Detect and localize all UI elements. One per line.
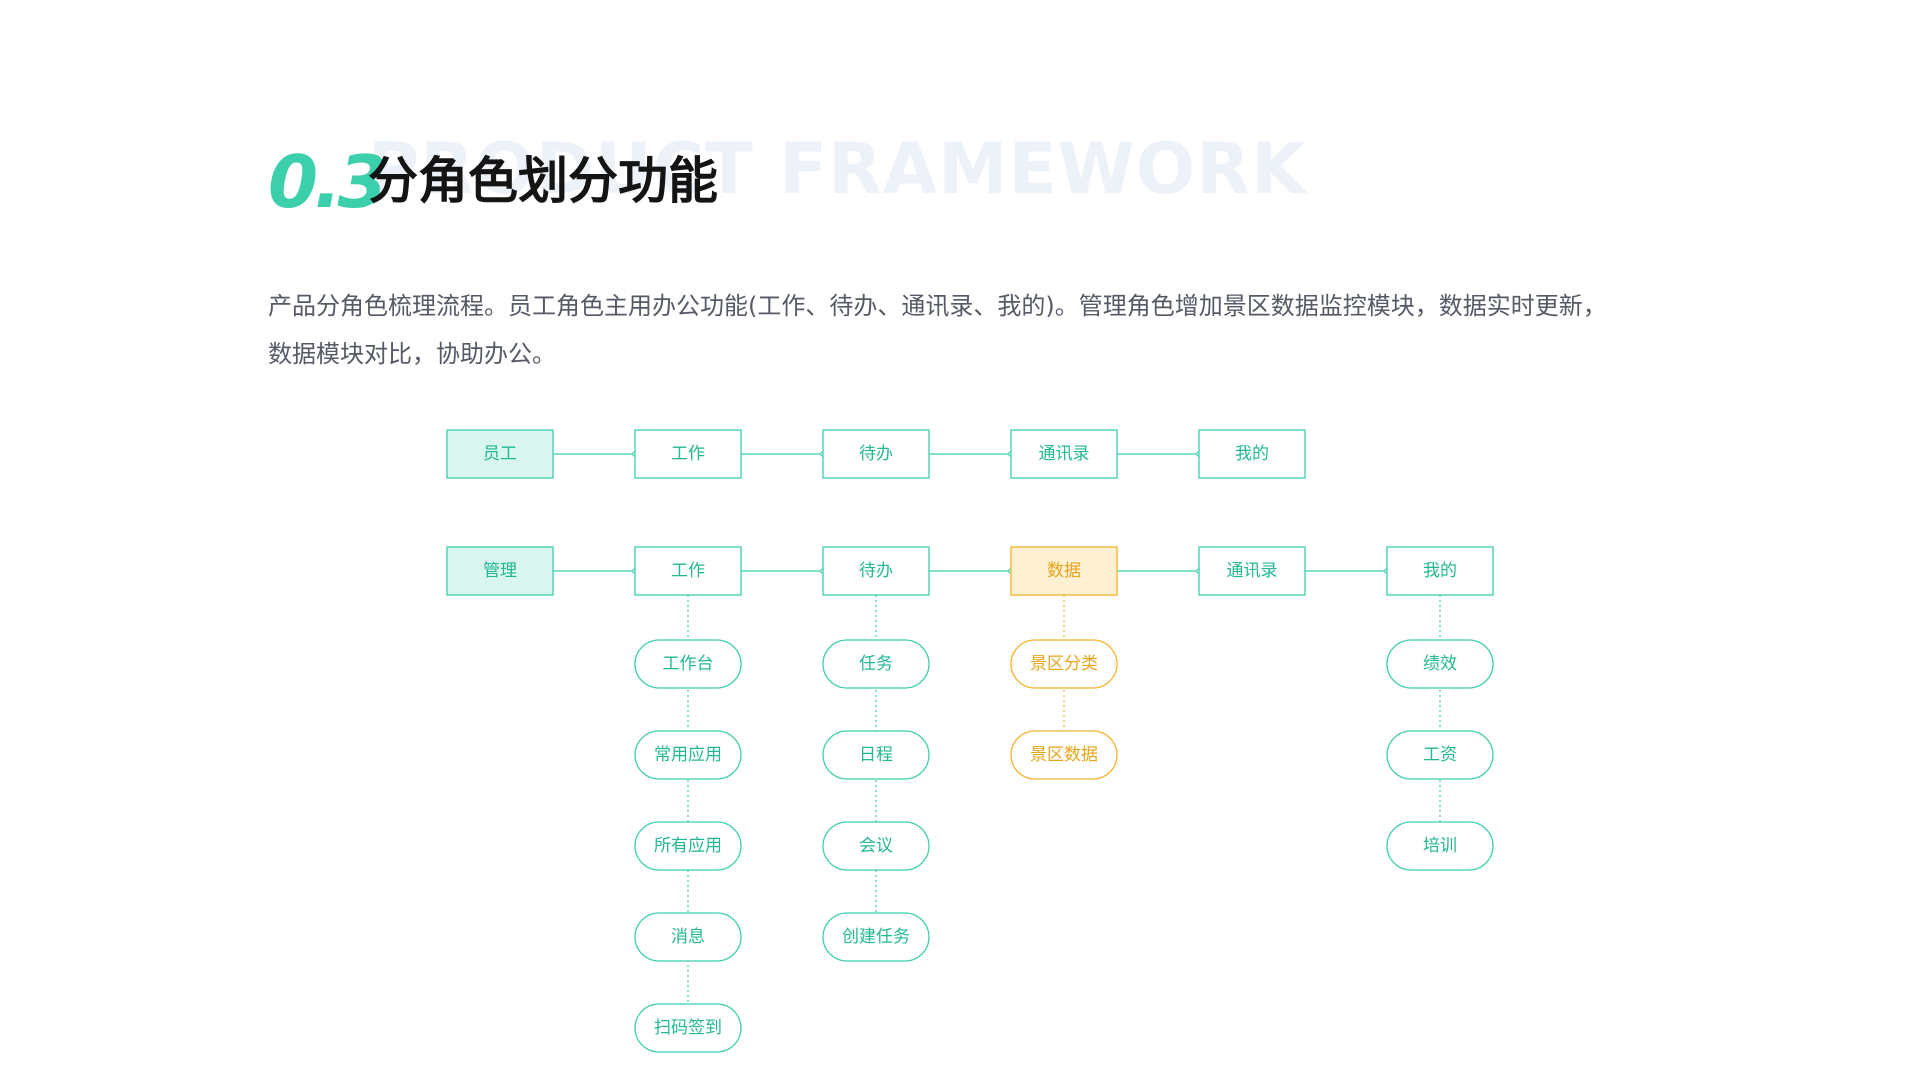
section-title-english: PRODUCT FRAMEWORK	[368, 128, 1307, 210]
child-node	[634, 821, 742, 871]
child-label: 培训	[1423, 836, 1457, 856]
module-label: 工作	[671, 561, 705, 581]
module-node	[1386, 546, 1494, 596]
child-node	[1386, 821, 1494, 871]
role-node	[446, 429, 554, 479]
child-label: 景区数据	[1030, 745, 1098, 765]
child-label: 创建任务	[842, 927, 910, 947]
child-label: 绩效	[1423, 654, 1457, 674]
child-node	[822, 821, 930, 871]
child-node	[1386, 639, 1494, 689]
module-label: 待办	[859, 561, 893, 581]
child-label: 工作台	[663, 654, 714, 674]
module-node	[634, 546, 742, 596]
child-node	[634, 912, 742, 962]
module-label: 我的	[1423, 561, 1457, 581]
section-description: 产品分角色梳理流程。员工角色主用办公功能(工作、待办、通讯录、我的)。管理角色增…	[268, 292, 1607, 368]
role-label: 员工	[483, 444, 517, 464]
module-label: 工作	[671, 444, 705, 464]
role-label: 管理	[483, 561, 517, 581]
child-label: 工资	[1423, 745, 1457, 765]
child-node	[634, 730, 742, 780]
child-label: 所有应用	[654, 836, 722, 856]
module-label: 数据	[1047, 561, 1081, 581]
child-label: 扫码签到	[654, 1018, 722, 1038]
child-node	[1386, 730, 1494, 780]
child-node	[822, 912, 930, 962]
module-label: 通讯录	[1039, 444, 1090, 464]
section-number: 0.3	[268, 140, 388, 224]
child-node-highlight	[1010, 639, 1118, 689]
module-node	[822, 429, 930, 479]
child-label: 会议	[859, 836, 893, 856]
module-node	[1010, 429, 1118, 479]
section-title: 分角色划分功能	[368, 152, 718, 210]
module-node	[634, 429, 742, 479]
module-label: 我的	[1235, 444, 1269, 464]
child-node	[822, 730, 930, 780]
child-label: 日程	[859, 745, 893, 765]
module-label: 待办	[859, 444, 893, 464]
child-node	[634, 1003, 742, 1053]
child-label: 消息	[671, 927, 705, 947]
module-node	[1198, 546, 1306, 596]
child-label: 任务	[859, 654, 893, 674]
child-node	[634, 639, 742, 689]
child-label: 景区分类	[1030, 654, 1098, 674]
role-node	[446, 546, 554, 596]
child-node	[822, 639, 930, 689]
child-label: 常用应用	[654, 745, 722, 765]
module-node	[822, 546, 930, 596]
module-node-highlight	[1010, 546, 1118, 596]
section-header: PRODUCT FRAMEWORK 0.3 分角色划分功能	[268, 130, 1468, 240]
module-label: 通讯录	[1227, 561, 1278, 581]
module-node	[1198, 429, 1306, 479]
child-node-highlight	[1010, 730, 1118, 780]
